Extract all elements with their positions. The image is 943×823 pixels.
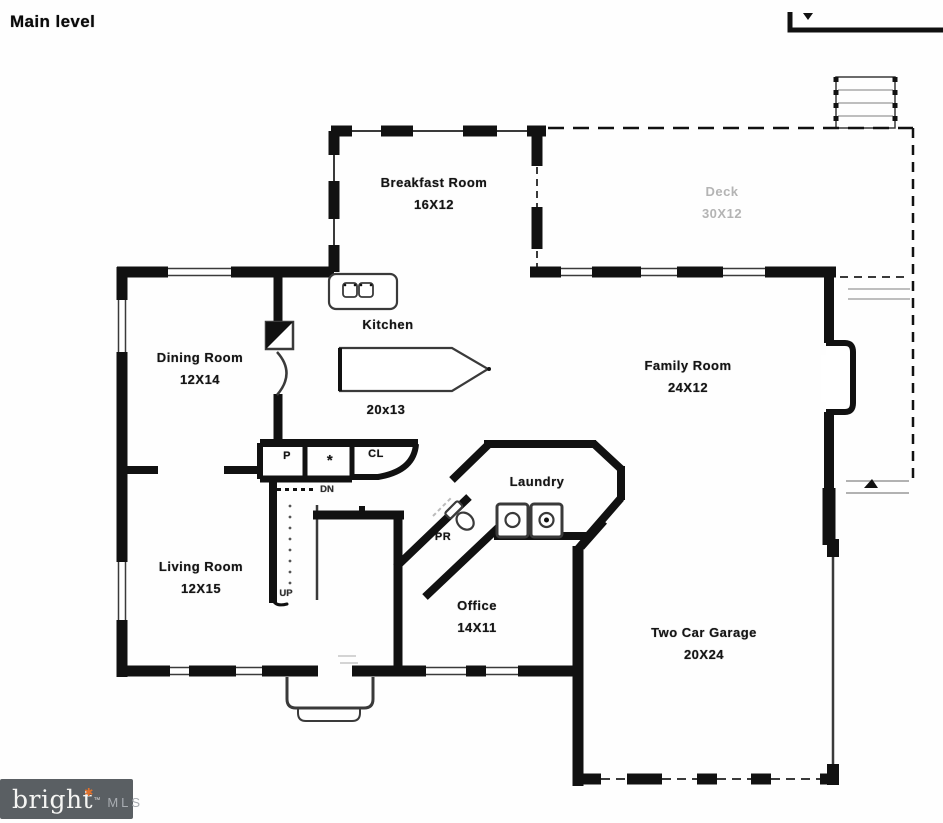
- front-porch: [285, 677, 375, 722]
- family-exterior-top-wall: [530, 266, 836, 278]
- pantry-closet-row: [224, 439, 419, 483]
- logo-star-icon: ✱: [84, 786, 94, 799]
- logo-brand-text: bright: [12, 784, 94, 814]
- kitchen-dims-label: 20x13: [367, 399, 406, 421]
- stair-down-dashes: [277, 488, 313, 491]
- logo-suffix-text: MLS: [107, 794, 144, 810]
- stairs-down-label: DN: [320, 484, 334, 495]
- room-dims: 12X15: [180, 581, 222, 596]
- fireplace-icon: [826, 340, 856, 415]
- kitchen-fixtures: [327, 272, 491, 393]
- kitchen-label: Kitchen: [362, 314, 413, 336]
- toilet-icon: [444, 500, 475, 531]
- room-name: Living Room: [158, 559, 244, 574]
- dining-room-label: Dining Room 12X14: [157, 347, 243, 391]
- cutoff-box-top-right: [787, 12, 943, 33]
- kitchen-island: [338, 346, 491, 393]
- room-name: Deck: [705, 184, 739, 199]
- office-label: Office 14X11: [457, 595, 497, 639]
- deck-label: Deck 30X12: [702, 181, 742, 225]
- bright-mls-logo: bright ✱ ™ MLS: [0, 779, 140, 819]
- family-room-label: Family Room 24X12: [644, 355, 731, 399]
- deck-stairs-top-icon: [833, 76, 898, 129]
- logo-trademark: ™: [93, 796, 101, 804]
- dining-kitchen-wall: [264, 272, 295, 443]
- room-dims: 20X24: [683, 647, 725, 662]
- closet-label: CL: [368, 448, 384, 460]
- room-name: Laundry: [509, 474, 565, 489]
- breakfast-room-walls: [328, 125, 546, 272]
- laundry-label: Laundry: [510, 471, 565, 493]
- room-dims: 16X12: [413, 197, 455, 212]
- stair-direction-dots: [288, 504, 292, 585]
- room-name: Kitchen: [362, 317, 414, 332]
- garage-label: Two Car Garage 20X24: [651, 622, 757, 666]
- breakfast-room-label: Breakfast Room 16X12: [381, 172, 488, 216]
- left-exterior-wall: [116, 267, 158, 677]
- powder-room-walls: [393, 494, 504, 600]
- utility-mark-label: *: [326, 452, 334, 469]
- room-name: Two Car Garage: [651, 625, 757, 640]
- family-right-wall: [821, 267, 856, 545]
- laundry-walls: [449, 440, 625, 550]
- pantry-label: P: [283, 450, 291, 462]
- room-dims: 14X11: [457, 620, 497, 635]
- room-dims: 12X14: [179, 372, 221, 387]
- deck-step-marker-icon: [864, 479, 878, 488]
- room-name: Office: [457, 598, 497, 613]
- staircase: [269, 479, 404, 607]
- kitchen-counter: [327, 272, 399, 311]
- powder-room-label: PR: [435, 531, 451, 543]
- room-dims: 30X12: [701, 206, 743, 221]
- dryer-icon: [529, 502, 564, 539]
- washer-icon: [495, 502, 530, 539]
- room-name: Family Room: [644, 358, 732, 373]
- page-title: Main level: [10, 12, 96, 31]
- bottom-exterior-wall: [117, 655, 580, 677]
- living-room-label: Living Room 12X15: [159, 556, 243, 600]
- sink-icon: [342, 282, 374, 298]
- room-dims: 20x13: [366, 402, 406, 417]
- door-swing-arc: [276, 351, 288, 396]
- stairs-up-label: UP: [279, 588, 293, 599]
- room-name: Dining Room: [156, 350, 244, 365]
- dining-exterior-top-wall: [117, 266, 334, 278]
- deck-railing: [548, 126, 915, 494]
- room-name: Breakfast Room: [380, 175, 488, 190]
- garage-walls: [572, 519, 839, 786]
- room-name: PR: [434, 531, 452, 543]
- room-dims: 24X12: [667, 380, 709, 395]
